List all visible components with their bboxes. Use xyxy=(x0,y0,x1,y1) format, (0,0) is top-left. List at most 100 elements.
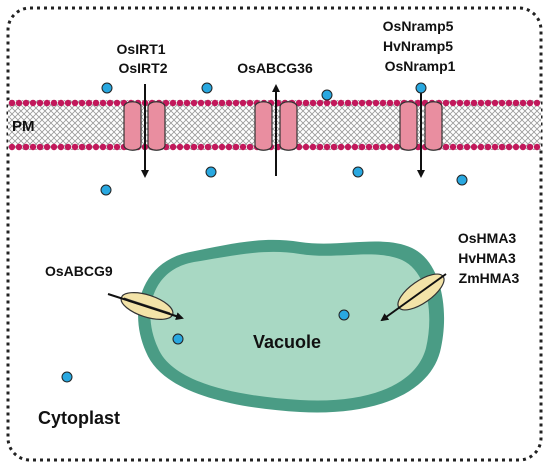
membrane-lipid-head xyxy=(190,143,198,151)
membrane-lipid-head xyxy=(463,143,471,151)
membrane-lipid-head xyxy=(526,99,534,107)
membrane-lipid-head xyxy=(491,143,499,151)
membrane-lipid-head xyxy=(316,99,324,107)
membrane-lipid-head xyxy=(36,99,44,107)
membrane-lipid-head xyxy=(393,99,401,107)
membrane-lipid-head xyxy=(99,143,107,151)
flux-arrow-icon xyxy=(380,273,447,322)
label-osabcg9: OsABCG9 xyxy=(45,263,113,279)
label-osabcg36: OsABCG36 xyxy=(237,60,313,76)
cadmium-ion-icon xyxy=(338,309,350,321)
ions xyxy=(61,82,468,383)
membrane-lipid-head xyxy=(498,143,506,151)
membrane-lipid-head xyxy=(197,143,205,151)
membrane-lipid-head xyxy=(211,99,219,107)
membrane-lipid-head xyxy=(337,143,345,151)
membrane-lipid-head xyxy=(309,99,317,107)
membrane-lipid-head xyxy=(113,143,121,151)
cadmium-ion-icon xyxy=(172,333,184,345)
membrane-lipid-head xyxy=(92,99,100,107)
membrane-lipid-head xyxy=(8,143,16,151)
membrane-lipid-head xyxy=(358,143,366,151)
membrane-lipid-head xyxy=(78,143,86,151)
membrane-lipid-head xyxy=(365,143,373,151)
membrane-lipid-head xyxy=(239,143,247,151)
membrane-lipid-head xyxy=(85,99,93,107)
membrane-lipid-head xyxy=(372,99,380,107)
membrane-lipid-head xyxy=(491,99,499,107)
membrane-lipid-head xyxy=(386,143,394,151)
membrane-lipid-head xyxy=(386,99,394,107)
transporter-osabcg9 xyxy=(107,292,184,320)
transporter-osirt xyxy=(123,84,166,178)
membrane-lipid-head xyxy=(365,99,373,107)
membrane-lipid-head xyxy=(442,99,450,107)
membrane-label: PM xyxy=(12,118,35,135)
membrane-lipid-head xyxy=(57,99,65,107)
cadmium-ion-icon xyxy=(456,174,468,186)
membrane-lipid-head xyxy=(71,99,79,107)
membrane-lipid-head xyxy=(204,143,212,151)
membrane-lipid-head xyxy=(225,99,233,107)
membrane-lipid-head xyxy=(463,99,471,107)
cadmium-ion-icon xyxy=(61,371,73,383)
membrane-lipid-head xyxy=(106,99,114,107)
membrane-lipid-head xyxy=(533,143,541,151)
membrane-lipid-head xyxy=(351,99,359,107)
membrane-lipid-head xyxy=(176,143,184,151)
membrane-lipid-head xyxy=(456,143,464,151)
membrane-lipid-head xyxy=(470,99,478,107)
vacuole-label: Vacuole xyxy=(253,332,321,352)
membrane-lipid-head xyxy=(330,143,338,151)
cadmium-ion-icon xyxy=(201,82,213,94)
membrane-lipid-head xyxy=(505,143,513,151)
membrane-lipid-head xyxy=(50,99,58,107)
membrane-lipid-head xyxy=(456,99,464,107)
membrane-lipid-head xyxy=(358,99,366,107)
membrane-lipid-head xyxy=(15,143,23,151)
membrane-lipid-head xyxy=(337,99,345,107)
membrane-lipid-head xyxy=(519,143,527,151)
membrane-lipid-head xyxy=(449,143,457,151)
flux-arrow-icon xyxy=(107,293,184,320)
membrane-lipid-head xyxy=(232,99,240,107)
membrane-lipid-head xyxy=(113,99,121,107)
membrane-lipid-head xyxy=(43,143,51,151)
membrane-lipid-head xyxy=(43,99,51,107)
membrane-lipid-head xyxy=(232,143,240,151)
cadmium-ion-icon xyxy=(205,166,217,178)
membrane-lipid-head xyxy=(379,143,387,151)
membrane-lipid-head xyxy=(372,143,380,151)
membrane-lipid-head xyxy=(323,99,331,107)
membrane-lipid-head xyxy=(449,99,457,107)
membrane-lipid-head xyxy=(484,99,492,107)
membrane-lipid-head xyxy=(393,143,401,151)
membrane-lipid-head xyxy=(302,143,310,151)
membrane-lipid-head xyxy=(169,143,177,151)
membrane-lipid-head xyxy=(379,99,387,107)
membrane-lipid-head xyxy=(29,143,37,151)
transporter-hma3 xyxy=(380,273,447,322)
membrane-lipid-head xyxy=(512,143,520,151)
cadmium-ion-icon xyxy=(321,89,333,101)
membrane-lipid-head xyxy=(512,99,520,107)
membrane-lipid-head xyxy=(57,143,65,151)
membrane-lipid-head xyxy=(99,99,107,107)
membrane-lipid-head xyxy=(8,99,16,107)
membrane-lipid-head xyxy=(36,143,44,151)
membrane-lipid-head xyxy=(176,99,184,107)
cadmium-ion-icon xyxy=(352,166,364,178)
membrane-lipid-head xyxy=(246,99,254,107)
label-osnramp: OsNramp5 HvNramp5 OsNramp1 xyxy=(383,18,458,74)
membrane-lipid-head xyxy=(64,143,72,151)
vacuole xyxy=(138,239,445,413)
membrane-lipid-head xyxy=(330,99,338,107)
membrane-lipid-head xyxy=(477,99,485,107)
membrane-lipid-head xyxy=(533,99,541,107)
membrane-lipid-head xyxy=(246,143,254,151)
label-hma3: OsHMA3 HvHMA3 ZmHMA3 xyxy=(458,230,520,286)
membrane-lipid-head xyxy=(239,99,247,107)
membrane-lipid-head xyxy=(106,143,114,151)
membrane-lipid-head xyxy=(498,99,506,107)
